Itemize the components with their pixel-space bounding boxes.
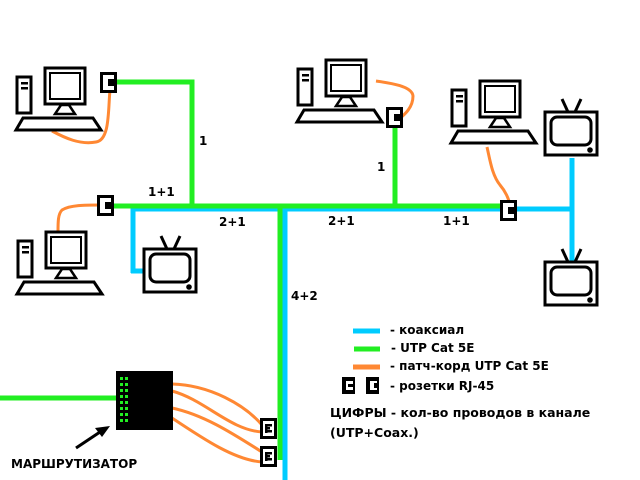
router-led <box>120 401 123 404</box>
router-led <box>120 419 123 422</box>
router-arrow-icon <box>75 426 110 450</box>
router-led <box>120 383 123 386</box>
patch-cord-pc-top-right <box>485 146 512 205</box>
legend-item-utp: - UTP Cat 5E <box>391 341 475 355</box>
router-led <box>125 389 128 392</box>
patch-cord-pc-left <box>56 203 101 233</box>
utp-top-left-line <box>114 79 195 206</box>
rj45-socket-icon[interactable] <box>260 418 277 439</box>
tv-icon[interactable] <box>543 97 599 157</box>
channel-label: 1+1 <box>443 214 470 228</box>
legend-socket-icon <box>342 377 355 394</box>
patch-cord-router-3 <box>171 406 263 454</box>
tv-icon[interactable] <box>142 234 198 294</box>
patch-cords <box>51 79 512 464</box>
legend-item-patch: - патч-корд UTP Cat 5E <box>390 359 549 373</box>
channel-label: 2+1 <box>328 214 355 228</box>
legend-swatches <box>342 328 380 394</box>
rj45-socket-icon[interactable] <box>260 446 277 467</box>
coax-network <box>130 158 575 480</box>
utp-network <box>0 79 505 460</box>
router-led <box>120 377 123 380</box>
channel-label: 4+2 <box>291 289 318 303</box>
router-led <box>125 413 128 416</box>
router-led <box>125 419 128 422</box>
channel-label: 1 <box>199 134 208 148</box>
router-led <box>125 395 128 398</box>
computer-icon[interactable] <box>15 230 104 296</box>
rj45-socket-icon[interactable] <box>100 72 117 93</box>
legend-note-detail: (UTP+Coax.) <box>330 425 419 440</box>
rj45-socket-icon[interactable] <box>500 200 517 221</box>
computer-icon[interactable] <box>449 79 538 145</box>
channel-label: 1 <box>377 160 386 174</box>
rj45-socket-icon[interactable] <box>386 107 403 128</box>
router-led <box>120 395 123 398</box>
router-icon[interactable] <box>116 371 173 430</box>
router-led <box>120 389 123 392</box>
patch-cord-router-4 <box>171 416 263 464</box>
router-led <box>125 401 128 404</box>
patch-cord-router-1 <box>171 382 264 426</box>
patch-cord-pc-top-middle <box>375 79 415 122</box>
router-led <box>120 407 123 410</box>
channel-label: 1+1 <box>148 185 175 199</box>
router-led <box>120 413 123 416</box>
computer-icon[interactable] <box>14 66 103 132</box>
router-led <box>125 407 128 410</box>
coax-main-line <box>130 206 572 273</box>
legend-item-coax: - коаксиал <box>390 323 465 337</box>
router-led <box>125 383 128 386</box>
rj45-socket-icon[interactable] <box>97 195 114 216</box>
computer-icon[interactable] <box>295 58 384 124</box>
legend-socket-icon <box>366 377 379 394</box>
patch-cord-router-2 <box>171 389 263 434</box>
router-led <box>125 377 128 380</box>
router-label: МАРШРУТИЗАТОР <box>11 457 138 471</box>
legend-note: ЦИФРЫ - кол-во проводов в канале <box>330 405 591 420</box>
legend-item-sockets: - розетки RJ-45 <box>390 379 495 393</box>
patch-cord-pc-top-left <box>51 89 112 145</box>
channel-label: 2+1 <box>219 215 246 229</box>
